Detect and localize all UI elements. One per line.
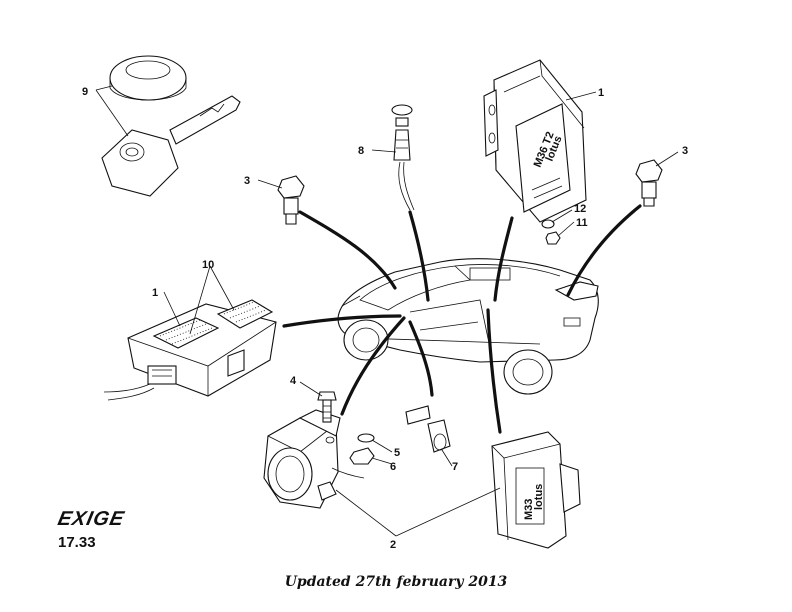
pad-texture: [159, 301, 267, 345]
remote-key-fob: [109, 55, 187, 101]
page-number: 17.33: [58, 534, 96, 551]
module-lower-marking: M33: [523, 499, 535, 520]
washer-5: [357, 433, 375, 443]
callout-3-right: 3: [682, 145, 688, 157]
callout-1-left: 1: [152, 287, 158, 299]
part-locator-lines: [282, 204, 642, 434]
door-switch-left: [277, 175, 305, 225]
model-logo: EXIGE: [55, 508, 127, 530]
callout-4: 4: [290, 375, 297, 387]
car-outline: [337, 258, 599, 395]
callout-leaders: [95, 85, 679, 537]
callout-5: 5: [394, 447, 400, 459]
alarm-module-upper: M36 T2 lotus: [483, 59, 587, 223]
siren-unit: [263, 409, 365, 509]
callout-7: 7: [452, 461, 458, 473]
door-switch-right: [635, 159, 663, 207]
callout-6: 6: [390, 461, 396, 473]
ignition-key: [101, 95, 241, 197]
bolt: [317, 391, 337, 423]
sensor-with-lead: [391, 104, 415, 211]
callout-8: 8: [358, 145, 364, 157]
callout-12: 12: [574, 203, 586, 215]
control-unit-left: [103, 299, 277, 401]
module-lower: M33 lotus: [491, 431, 581, 549]
washer: [541, 219, 555, 229]
nut: [545, 231, 561, 245]
callout-2: 2: [390, 539, 396, 551]
module-lower-brand: lotus: [533, 484, 545, 510]
update-note: Updated 27th february 2013: [284, 574, 508, 590]
callout-3-left: 3: [244, 175, 250, 187]
callout-1-upper: 1: [598, 87, 604, 99]
pin-switch: [405, 405, 451, 453]
callout-11: 11: [576, 217, 588, 229]
callout-10: 10: [202, 259, 214, 271]
nut-6: [349, 447, 375, 465]
callout-9: 9: [82, 86, 88, 98]
